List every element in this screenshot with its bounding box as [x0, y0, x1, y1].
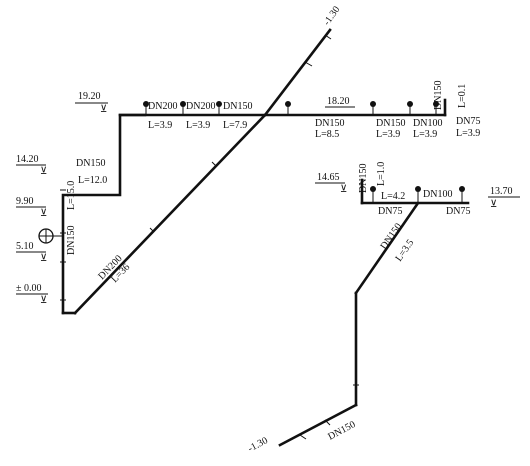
label-dn100-r: DN100 [413, 118, 442, 129]
pipe-ticks [60, 34, 359, 440]
elevation-left-5: 5.10 [16, 241, 34, 252]
label-dn150-riser: DN150 [66, 226, 77, 255]
label-l01: L=0.1 [457, 84, 468, 108]
label-l39-b: L=3.9 [186, 120, 210, 131]
svg-text:⊻: ⊻ [100, 104, 107, 115]
elevation-mark: -1.30 [246, 435, 270, 454]
label-dn100-branch: DN100 [423, 189, 452, 200]
elevation-mark: 19.20 ⊻ [75, 91, 108, 115]
label-dn150-top: DN150 [223, 101, 252, 112]
label-dn150-left: DN150 [76, 158, 105, 169]
label-dn200-b: DN200 [186, 101, 215, 112]
elevation-left-9: 9.90 [16, 196, 34, 207]
upper-diagonal-pipe [263, 28, 332, 117]
label-l85: L=8.5 [315, 129, 339, 140]
sprinkler-head-icon [415, 186, 421, 203]
label-l39-c: L=3.9 [376, 129, 400, 140]
label-l42: L=4.2 [381, 191, 405, 202]
elevation-mark: 14.20 ⊻ [16, 154, 47, 177]
label-dn200-a: DN200 [148, 101, 177, 112]
elevation-bottom: -1.30 [246, 435, 270, 454]
elevation-mid-18: 18.20 [327, 96, 350, 107]
label-dn75-branch-a: DN75 [378, 206, 402, 217]
sprinkler-head-icon [433, 101, 439, 115]
svg-text:⊻: ⊻ [40, 166, 47, 177]
main-diagonal-pipe [73, 113, 267, 315]
sprinkler-head-icon [459, 186, 465, 203]
svg-text:⊻: ⊻ [40, 295, 47, 306]
sprinkler-head-icon [180, 101, 186, 115]
svg-text:⊻: ⊻ [490, 199, 497, 210]
svg-text:⊻: ⊻ [40, 253, 47, 264]
elevation-top-riser: -1.30 [321, 4, 342, 27]
label-dn150-r1: DN150 [376, 118, 405, 129]
label-dn150-vert-top: DN150 [433, 81, 444, 110]
label-l35: L=3.5 [393, 238, 416, 264]
elevation-roof-left: 19.20 [78, 91, 101, 102]
sprinkler-heads [143, 101, 465, 203]
sprinkler-head-icon [407, 101, 413, 115]
bottom-diagonal-pipe [278, 403, 358, 447]
label-l39-e: L=3.9 [456, 128, 480, 139]
svg-text:⊻: ⊻ [340, 184, 347, 195]
elevation-branch-14: 14.65 [317, 172, 340, 183]
label-l150: L=15.0 [66, 181, 77, 210]
pipe-labels: DN200 DN200 DN150 L=3.9 L=3.9 L=7.9 DN15… [66, 81, 480, 443]
elevation-left-14: 14.20 [16, 154, 39, 165]
elevation-left-0: ± 0.00 [16, 283, 42, 294]
svg-text:⊻: ⊻ [40, 208, 47, 219]
label-dn75-r: DN75 [456, 116, 480, 127]
sprinkler-head-icon [143, 101, 149, 115]
label-dn75-branch-b: DN75 [446, 206, 470, 217]
elevation-mark: ± 0.00 ⊻ [16, 283, 48, 306]
elevation-branch-13: 13.70 [490, 186, 513, 197]
elevation-mark: -1.30 [321, 4, 342, 27]
elevation-marks: 19.20 ⊻ 14.20 ⊻ 9.90 ⊻ 5.10 ⊻ ± 0.00 ⊻ 1… [16, 4, 520, 455]
elevation-mark: 13.70 ⊻ [488, 186, 520, 210]
label-dn150-mid: DN150 [315, 118, 344, 129]
label-dn150-bottom: DN150 [326, 419, 357, 443]
sprinkler-head-icon [285, 101, 291, 115]
label-l120: L=12.0 [78, 175, 107, 186]
sprinkler-head-icon [370, 186, 376, 203]
elevation-mark: 9.90 ⊻ [16, 196, 47, 219]
sprinkler-head-icon [216, 101, 222, 115]
elevation-mark: 18.20 [325, 96, 355, 108]
label-l39-a: L=3.9 [148, 120, 172, 131]
label-l79: L=7.9 [223, 120, 247, 131]
elevation-mark: 14.65 ⊻ [315, 172, 347, 195]
label-l10: L=1.0 [376, 162, 387, 186]
sprinkler-head-icon [370, 101, 376, 115]
valve-icon [38, 228, 63, 244]
label-l39-d: L=3.9 [413, 129, 437, 140]
branch-diagonal-pipe [354, 201, 420, 295]
pipe-network [61, 28, 470, 447]
label-dn150-branch-vert: DN150 [358, 164, 369, 193]
elevation-mark: 5.10 ⊻ [16, 241, 47, 264]
